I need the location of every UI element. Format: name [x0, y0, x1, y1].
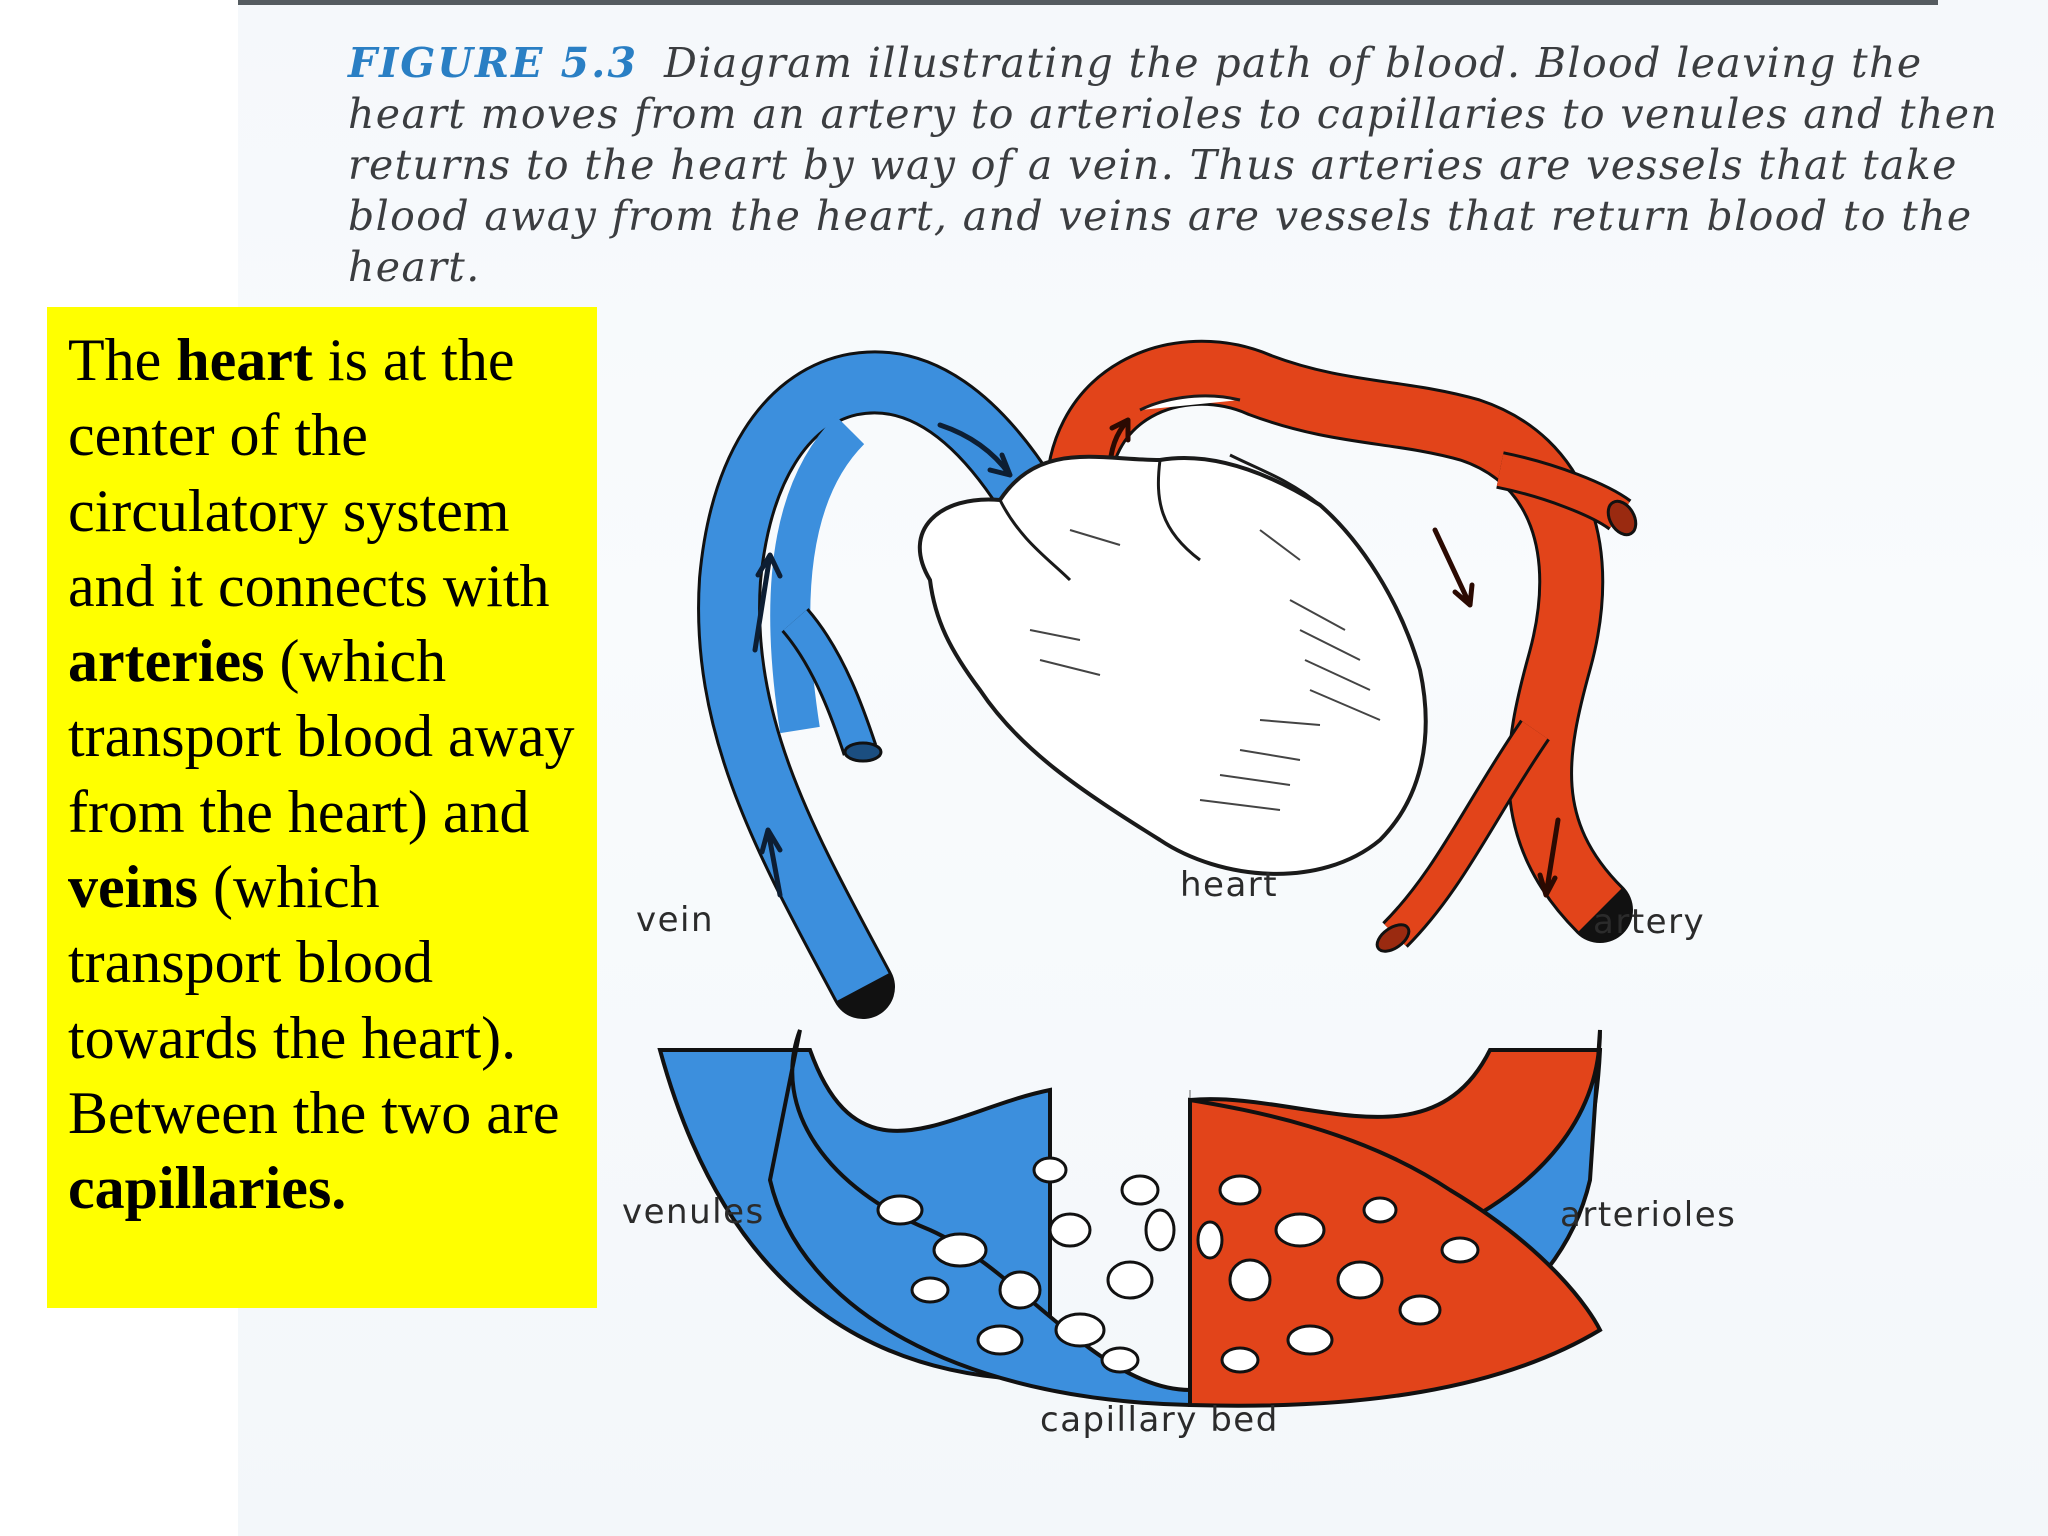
caption-text: Diagram illustrating the path of blood. …	[348, 39, 1999, 291]
heart-drawing	[917, 394, 1428, 876]
capillary-bed-network	[657, 1029, 1603, 1408]
note-text-2: is at the center of the circulatory syst…	[68, 327, 550, 619]
label-artery: artery	[1593, 902, 1706, 942]
label-heart: heart	[1180, 865, 1279, 905]
circulation-diagram: heart vein artery venules arterioles cap…	[600, 330, 1840, 1480]
note-term-capillaries: capillaries.	[68, 1155, 347, 1222]
note-term-heart: heart	[176, 327, 313, 393]
page-top-rule	[238, 0, 1938, 5]
label-capillary-bed: capillary bed	[1040, 1400, 1279, 1440]
label-arterioles: arterioles	[1560, 1195, 1737, 1235]
note-term-veins: veins	[68, 854, 199, 921]
vein-vessel	[697, 350, 1062, 1019]
label-venules: venules	[622, 1192, 765, 1232]
label-vein: vein	[636, 900, 715, 940]
artery-vessel	[1044, 339, 1638, 953]
figure-label: FIGURE 5.3	[348, 39, 638, 87]
note-term-arteries: arteries	[68, 628, 265, 695]
note-text-4: (which transport blood towards the heart…	[68, 854, 560, 1146]
note-text-3: (which transport blood away from the hea…	[68, 628, 575, 845]
note-text-1: The	[68, 327, 177, 393]
circulation-illustration	[657, 339, 1638, 1408]
highlight-note: The heart is at the center of the circul…	[47, 307, 597, 1308]
